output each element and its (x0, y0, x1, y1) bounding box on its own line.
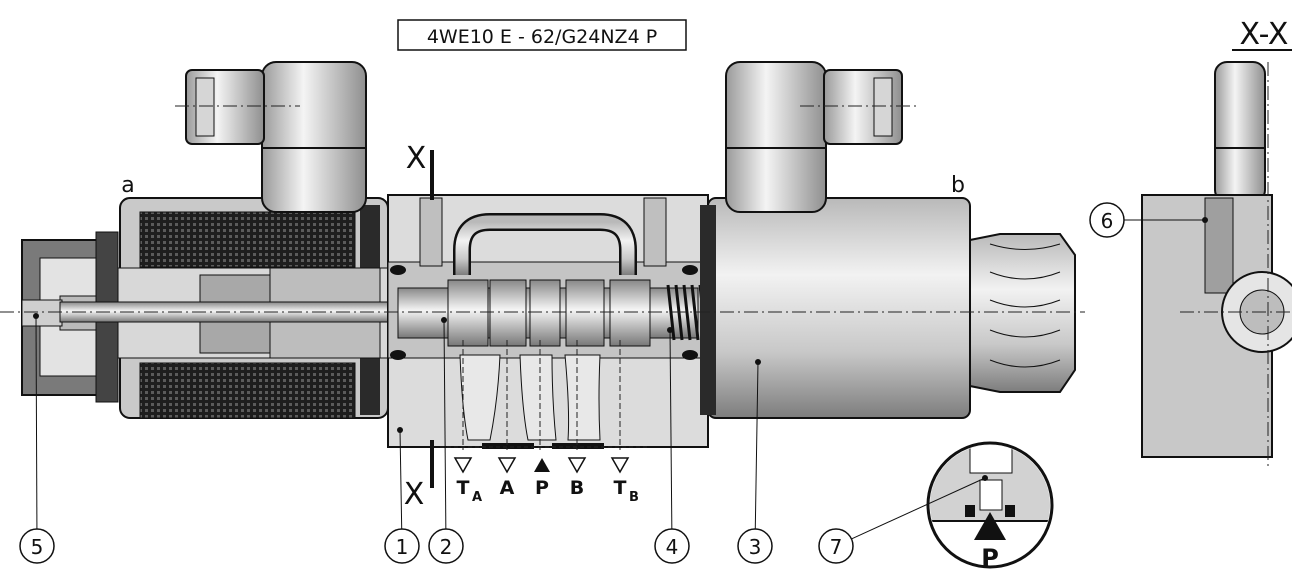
callout-circle (19, 528, 55, 564)
port-label: A (500, 477, 515, 499)
detail-pressure-arrow (974, 512, 1006, 540)
callout-number: 2 (440, 535, 453, 559)
callout-3: 3 (737, 359, 773, 564)
callout-number: 6 (1101, 209, 1114, 233)
callout-number: 7 (830, 535, 843, 559)
port-label-subscript: A (472, 490, 482, 505)
callout-circle (428, 528, 464, 564)
callout-1: 1 (384, 427, 420, 564)
section-view (1141, 61, 1292, 470)
callout-leader-dot (982, 475, 988, 481)
port-label-subscript: B (629, 490, 639, 505)
section-mark-bottom: X (404, 477, 425, 512)
detail-circle (926, 441, 1054, 569)
port-p: P (534, 458, 550, 499)
callout-leader-line (399, 429, 403, 530)
callout-leader-line (35, 315, 38, 530)
right-solenoid (700, 197, 1076, 419)
callout-circle (1089, 202, 1125, 238)
port-symbol-open (610, 457, 630, 474)
port-symbol-open (497, 457, 517, 474)
right-connector (725, 61, 903, 213)
port-label: T (614, 477, 627, 499)
port-b: B (567, 457, 587, 499)
port-symbol-filled (534, 458, 550, 472)
callout-5: 5 (19, 313, 55, 564)
callout-leader-line (754, 361, 759, 530)
model-label-box (397, 19, 687, 51)
callout-leader-dot (441, 317, 447, 323)
side-label-a: a (121, 173, 134, 198)
callouts: 1 2 3 4 5 6 7 (19, 202, 1208, 564)
callout-circle (384, 528, 420, 564)
port-centerlines (462, 340, 621, 450)
section-mark-top: X (406, 141, 427, 176)
callout-leader-line (851, 477, 986, 540)
callout-leader-dot (667, 327, 673, 333)
callout-4: 4 (654, 327, 690, 564)
port-label: B (570, 477, 584, 499)
callout-leader-dot (33, 313, 39, 319)
port-a: A (497, 457, 517, 499)
port-label: P (535, 477, 549, 499)
model-label: 4WE10 E - 62/G24NZ4 P (427, 26, 657, 48)
callout-number: 1 (396, 535, 409, 559)
callout-2: 2 (428, 317, 464, 564)
callout-7: 7 (818, 475, 988, 564)
port-label: T (457, 477, 470, 499)
callout-circle (654, 528, 690, 564)
callout-number: 4 (666, 535, 679, 559)
callout-circle (737, 528, 773, 564)
section-title: X-X (1240, 17, 1289, 52)
port-symbol-open (453, 457, 473, 474)
callout-6: 6 (1089, 202, 1208, 238)
callout-leader-dot (1202, 217, 1208, 223)
valve-body (387, 194, 709, 449)
detail-port-label: P (981, 544, 999, 570)
callout-leader-line (669, 329, 673, 530)
left-connector (185, 61, 367, 213)
callout-circle (818, 528, 854, 564)
callout-number: 3 (749, 535, 762, 559)
port-symbol-open (567, 457, 587, 474)
side-label-b: b (951, 173, 965, 198)
callout-leader-line (443, 319, 447, 530)
callout-leader-dot (755, 359, 761, 365)
callout-number: 5 (31, 535, 44, 559)
callout-leader-dot (397, 427, 403, 433)
